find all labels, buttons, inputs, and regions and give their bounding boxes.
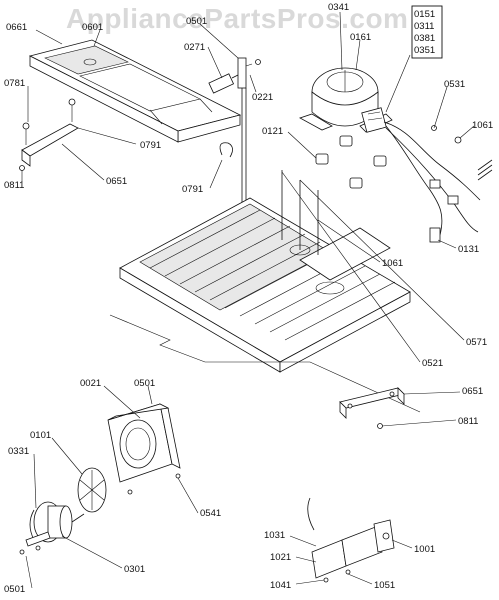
part-label: 0021 <box>80 378 101 389</box>
compressor-relay <box>361 107 387 133</box>
part-label: 0791 <box>140 140 161 151</box>
part-label: 1051 <box>374 580 395 591</box>
part-label: 0521 <box>422 358 443 369</box>
wiring-harness <box>383 121 493 243</box>
part-label: 1061 <box>472 120 493 131</box>
compressor <box>299 67 393 133</box>
stack-label: 0151 <box>414 9 435 20</box>
part-labels: 0661 0601 0501 0271 0341 0161 0781 0221 … <box>4 2 493 595</box>
part-label: 0341 <box>328 2 349 13</box>
part-label: 0661 <box>6 22 27 33</box>
part-label: 0161 <box>350 32 371 43</box>
compressor-grommets <box>315 135 387 189</box>
part-label: 0651 <box>106 176 127 187</box>
condenser-fan-blade <box>77 467 107 513</box>
part-number-stack: 0151 0311 0381 0351 <box>411 5 443 59</box>
part-label: 0101 <box>30 430 51 441</box>
part-label: 1021 <box>270 552 291 563</box>
part-label: 1061 <box>382 258 403 269</box>
leader-lines <box>21 11 475 589</box>
part-label: 0131 <box>458 244 479 255</box>
part-label: 0791 <box>182 184 203 195</box>
fan-shroud <box>107 403 181 495</box>
stack-label: 0311 <box>414 21 434 32</box>
lower-bracket-assembly <box>307 497 395 583</box>
part-label: 0651 <box>462 386 483 397</box>
evaporator-cover-tray <box>28 39 242 143</box>
part-label: 0271 <box>184 42 205 53</box>
part-label: 0811 <box>458 416 478 427</box>
part-label: 1041 <box>270 580 291 591</box>
part-label: 0501 <box>134 378 155 389</box>
stack-label: 0351 <box>414 45 435 56</box>
part-label: 0501 <box>186 16 207 27</box>
part-label: 0601 <box>82 22 103 33</box>
condenser-fan-motor <box>19 501 85 555</box>
part-label: 0781 <box>4 78 25 89</box>
right-bracket <box>339 387 405 429</box>
part-label: 0811 <box>4 180 24 191</box>
watermark-text: AppliancePartsPros.com <box>66 3 408 34</box>
part-label: 0301 <box>124 564 145 575</box>
outline-guide <box>109 314 421 413</box>
part-label: 1031 <box>264 530 285 541</box>
part-label: 0501 <box>4 584 25 595</box>
part-label: 0541 <box>200 508 221 519</box>
part-label: 0121 <box>262 126 283 137</box>
part-label: 0531 <box>444 79 465 90</box>
part-label: 1001 <box>414 544 435 555</box>
stack-label: 0381 <box>414 33 435 44</box>
base-pan <box>119 197 411 373</box>
evaporator-fan-motor <box>208 57 261 222</box>
part-label: 0571 <box>466 337 487 348</box>
part-label: 0331 <box>8 446 29 457</box>
support-posts <box>281 170 319 255</box>
wire-clip <box>219 142 233 158</box>
part-label: 0221 <box>252 92 273 103</box>
